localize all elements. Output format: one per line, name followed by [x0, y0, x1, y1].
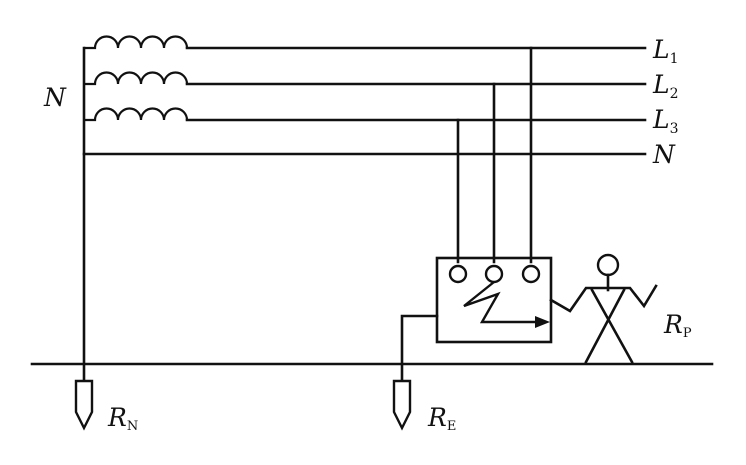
earth-electrode-rn — [74, 379, 94, 431]
person-arms — [549, 284, 658, 313]
label-n-right: N — [652, 140, 676, 169]
label-n-left: N — [43, 83, 67, 112]
winding-3 — [84, 107, 189, 122]
person-figure — [549, 253, 658, 364]
person-body-legs — [584, 288, 634, 364]
pe-conductor — [400, 314, 439, 382]
fault-zigzag — [463, 281, 538, 324]
label-l1: L1 — [652, 35, 679, 67]
winding-2 — [84, 71, 189, 86]
label-re: RE — [427, 403, 456, 434]
label-rp: RP — [663, 310, 692, 341]
label-l2: L2 — [652, 70, 679, 102]
terminal-l1 — [521, 264, 541, 284]
device-terminals — [448, 264, 541, 284]
winding-1 — [84, 35, 189, 50]
label-rn: RN — [107, 403, 138, 434]
label-l3: L3 — [652, 105, 679, 137]
terminal-l2 — [484, 264, 504, 284]
earth-electrode-re — [392, 379, 412, 431]
terminal-l3 — [448, 264, 468, 284]
transformer-windings — [84, 35, 189, 122]
fault-arrowhead — [535, 316, 550, 328]
person-head — [596, 253, 620, 277]
